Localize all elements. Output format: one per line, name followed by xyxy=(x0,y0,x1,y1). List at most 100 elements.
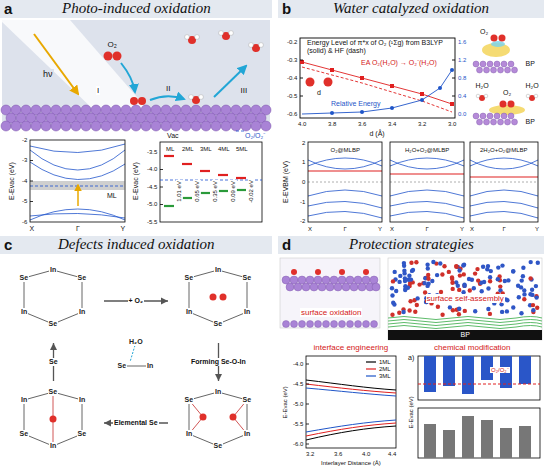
figure-label: O₂@MLBP xyxy=(330,147,361,154)
legend-text: 2ML xyxy=(378,366,392,373)
atom-label: In xyxy=(146,362,154,370)
figure-label: Interlayer Distance (Å) xyxy=(320,460,382,467)
atom-label: In xyxy=(49,442,57,450)
figure-label: III xyxy=(240,86,249,95)
tick-label: -4.0 xyxy=(146,166,158,173)
panel-heading: Water catalyzed oxidation xyxy=(333,0,489,17)
tick-label: -0.5 xyxy=(286,93,298,100)
atom-label: Se xyxy=(19,430,30,438)
tick-label: 2 xyxy=(301,140,306,147)
crystal-structure: SeInSeInSeIn xyxy=(171,384,266,462)
figure-label: X xyxy=(469,226,475,233)
figure-label: O₂ xyxy=(479,28,489,36)
figure-label: a) xyxy=(407,354,415,362)
atom-label: H₂O xyxy=(128,338,144,346)
tick-label: 1 xyxy=(301,159,306,166)
figure-label: Vac xyxy=(166,132,180,140)
tick-label: 4.4 xyxy=(387,451,397,458)
tick-label: 0 xyxy=(301,179,306,186)
figure-label: Y xyxy=(534,226,540,233)
atom-label: In xyxy=(214,266,222,274)
crystal-structure: SeInSeInSeIn xyxy=(171,262,266,340)
atom-label: In xyxy=(78,308,86,316)
atom-label: Se xyxy=(48,388,59,396)
tick-label: -0.6 xyxy=(286,111,298,118)
figure-label: O₂/O₂⁻ xyxy=(490,367,510,374)
panel-letter: b xyxy=(282,0,291,17)
figure-label: 0.35 eV xyxy=(211,180,218,203)
atom-label: In xyxy=(243,430,251,438)
figure-label: O₂ xyxy=(107,40,118,49)
panel-heading: Photo-induced oxidation xyxy=(62,0,211,17)
atom-label: Se xyxy=(77,274,88,282)
crystal-structure: H₂OSeIn xyxy=(110,332,162,378)
tick-label: 3.0 xyxy=(447,121,457,128)
figure-label: E-EVBM (eV) xyxy=(282,160,290,204)
tick-label: -4.5 xyxy=(146,184,158,191)
tick-label: 0.8 xyxy=(457,75,467,82)
figure-label: Γ xyxy=(502,226,507,233)
tick-label: 3.6 xyxy=(357,121,367,128)
figure-label: 4ML xyxy=(217,146,231,153)
atom-label: Se xyxy=(19,274,30,282)
tick-label: 3.6 xyxy=(333,451,343,458)
oxygen-atom xyxy=(200,414,207,421)
tick-label: -6.0 xyxy=(292,441,304,448)
oxygen-atom xyxy=(230,414,237,421)
atom-label: In xyxy=(185,430,193,438)
figure-label: Y xyxy=(120,225,127,233)
figure-label: BP xyxy=(525,118,536,126)
figure-label: Energy Level of π*x of O₂ (¹Σg) from B3L… xyxy=(306,39,453,55)
figure-label: Relative Energy xyxy=(330,100,381,108)
edge-label: Se xyxy=(48,358,59,366)
panel-letter: c xyxy=(4,236,12,253)
figure-label: hν xyxy=(42,69,54,79)
tick-label: 4.0 xyxy=(297,121,307,128)
figure-panel: dProtection strategies xyxy=(278,236,544,470)
bond-line xyxy=(189,400,190,434)
panel-heading: Defects induced oxidation xyxy=(58,236,215,253)
atom-label: In xyxy=(49,266,57,274)
figure-label: E-Evac (eV) xyxy=(8,161,16,201)
atom-label: In xyxy=(243,308,251,316)
bond-line xyxy=(82,400,83,434)
figure-label: O₂/O₂⁻ xyxy=(244,132,266,140)
figure-label: surface self-assembly xyxy=(426,294,505,303)
oxygen-atom xyxy=(220,294,227,301)
figure-label: surface oxidation xyxy=(300,308,362,317)
tick-label: 3.2 xyxy=(417,121,427,128)
tick-label: -0.4 xyxy=(286,75,298,82)
edge-label: + O₂ xyxy=(128,297,145,305)
atom-label: In xyxy=(20,308,28,316)
bond-line xyxy=(24,400,25,434)
figure-label: 3ML xyxy=(199,146,213,153)
figure-label: H₂O+O₂@MLBP xyxy=(404,147,450,154)
tick-label: -4.5 xyxy=(292,381,304,388)
figure-panel: b Water catalyzed oxidation xyxy=(278,0,544,232)
atom-label: Se xyxy=(48,320,59,328)
tick-label: -1 xyxy=(299,199,306,206)
tick-label: 0.0 xyxy=(457,111,467,118)
tick-label: 3.2 xyxy=(305,451,315,458)
bond-line xyxy=(53,392,54,419)
tick-label: 4.0 xyxy=(361,451,371,458)
atom-label: Se xyxy=(184,274,195,282)
figure-label: E-Evac (eV) xyxy=(132,161,140,201)
figure-label: I xyxy=(96,86,100,95)
figure-label: EA O₂(H₂O) → O₂⁻(H₂O) xyxy=(360,59,438,67)
figure-label: H₂O xyxy=(475,82,490,90)
bond-line xyxy=(82,278,83,312)
atom-label: Se xyxy=(184,396,195,404)
figure-label: Γ xyxy=(75,225,81,233)
figure-label: -0.02 eV xyxy=(247,179,254,204)
figure-label: E-Evac (eV) xyxy=(408,395,415,429)
atom-label: In xyxy=(185,308,193,316)
crystal-structure: SeInSeInSeIn xyxy=(6,262,101,340)
bond-line xyxy=(247,400,248,434)
tick-label: -2 xyxy=(21,137,28,144)
tick-label: -3.5 xyxy=(146,149,158,156)
figure-label: E-Evac (eV) xyxy=(282,385,289,419)
tick-label: -3 xyxy=(21,157,28,164)
atom-label: In xyxy=(78,396,86,404)
figure-label: 2H₂O+O₂@MLBP xyxy=(479,147,529,154)
